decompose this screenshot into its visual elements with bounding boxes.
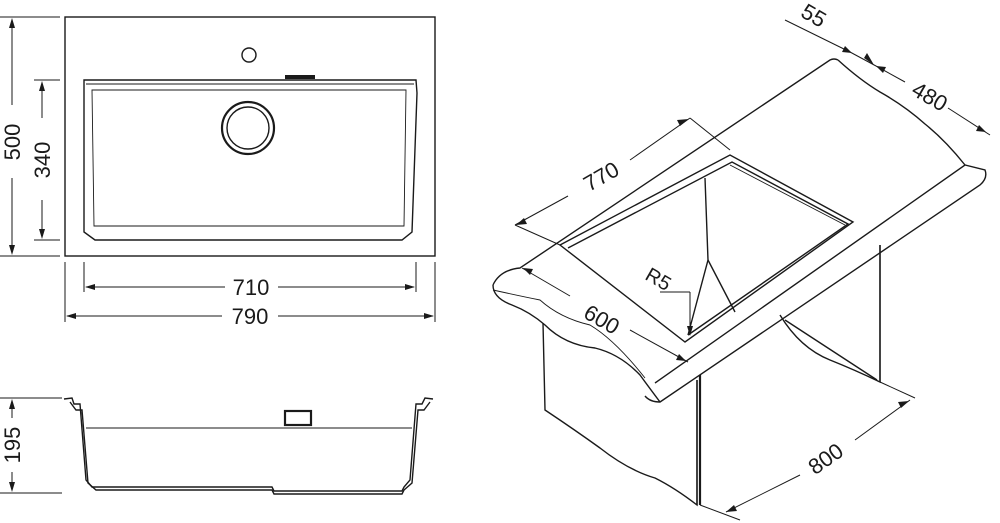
label-340: 340 bbox=[30, 142, 55, 179]
isometric-view: 55 480 770 600 bbox=[492, 0, 991, 521]
top-view: 500 340 710 bbox=[0, 16, 436, 329]
drain-inner bbox=[226, 106, 270, 150]
overflow-box bbox=[283, 409, 313, 427]
sink-rim-outline bbox=[83, 79, 418, 241]
label-r5: R5 bbox=[641, 264, 674, 296]
countertop-back-cut bbox=[837, 59, 966, 166]
dim-radius: R5 bbox=[641, 264, 693, 336]
drain-outer bbox=[220, 100, 276, 156]
cabinet-left-panel bbox=[542, 322, 698, 507]
countertop-left-cut bbox=[492, 284, 661, 403]
iso-sink-rim bbox=[558, 154, 855, 343]
overflow-slot bbox=[285, 75, 315, 79]
countertop-top bbox=[492, 58, 839, 286]
sink-outer-outline bbox=[64, 16, 436, 257]
dim-overall-height: 500 bbox=[0, 16, 60, 257]
dim-bowl-width: 710 bbox=[83, 262, 417, 300]
label-55: 55 bbox=[797, 0, 831, 32]
dim-bowl-height: 340 bbox=[30, 79, 60, 241]
label-800: 800 bbox=[803, 438, 847, 480]
dim-depth: 195 bbox=[0, 397, 62, 494]
countertop-front-edge bbox=[644, 164, 987, 403]
label-480: 480 bbox=[908, 76, 952, 116]
label-770: 770 bbox=[579, 156, 623, 196]
dim-top-a: 55 bbox=[784, 0, 877, 67]
label-600: 600 bbox=[580, 299, 624, 339]
tap-hole bbox=[241, 47, 257, 63]
dim-cabinet: 800 bbox=[699, 381, 916, 521]
label-500: 500 bbox=[0, 124, 25, 161]
label-710: 710 bbox=[233, 275, 270, 300]
iso-bowl bbox=[687, 177, 709, 336]
side-section: 195 bbox=[0, 397, 434, 495]
dim-overall-width: 790 bbox=[64, 262, 436, 329]
cabinet-right-panel bbox=[779, 245, 881, 384]
label-790: 790 bbox=[232, 304, 269, 329]
section-outline bbox=[63, 397, 434, 492]
dim-length: 770 bbox=[514, 117, 731, 246]
label-195: 195 bbox=[0, 427, 25, 464]
